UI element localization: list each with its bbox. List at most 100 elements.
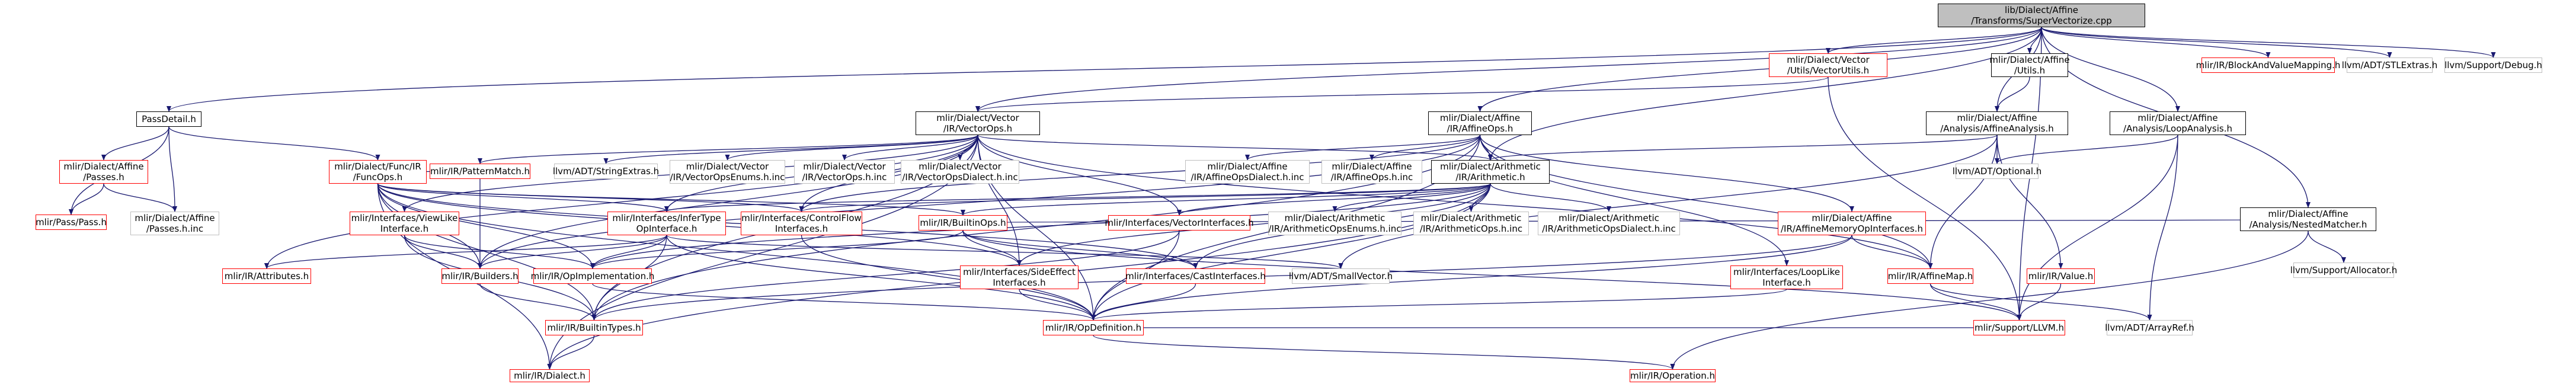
graph-node-label: mlir/IR/BuiltinTypes.h (547, 322, 641, 333)
graph-node-vectorinterfaces[interactable]: mlir/Interfaces/VectorInterfaces.h (1105, 215, 1254, 231)
graph-node-vectorutils[interactable]: mlir/Dialect/Vector /Utils/VectorUtils.h (1769, 53, 1887, 77)
edge-root-to-blockandvalue (2041, 27, 2271, 58)
graph-node-label: llvm/ADT/Optional.h (1952, 166, 2042, 177)
graph-node-arrayref[interactable]: llvm/ADT/ArrayRef.h (2105, 320, 2194, 335)
edge-root-to-affineops (1477, 27, 2042, 112)
edge-arith-to-infertype (664, 183, 1491, 212)
edge-root-to-passdetail (167, 27, 2042, 112)
edge-builtintypes-to-dialect (547, 335, 595, 370)
graph-node-label: llvm/ADT/ArrayRef.h (2105, 322, 2194, 333)
graph-node-affinepasses[interactable]: mlir/Dialect/Affine /Passes.h (59, 160, 148, 184)
graph-node-stlextras[interactable]: llvm/ADT/STLExtras.h (2342, 57, 2437, 73)
edge-arith-to-arithopsdialect (1490, 183, 1611, 212)
edge-funcops-to-controlflow (377, 183, 804, 212)
graph-node-optional[interactable]: llvm/ADT/Optional.h (1952, 164, 2042, 179)
edge-affineops-to-affinememory (1479, 135, 1854, 212)
graph-node-builtinops[interactable]: mlir/IR/BuiltinOps.h (919, 215, 1007, 231)
graph-node-label: mlir/Dialect/Arithmetic /IR/ArithmeticOp… (1542, 213, 1676, 234)
edge-passdetail-to-affinepassesinc (168, 126, 177, 212)
graph-node-looplike[interactable]: mlir/Interfaces/LoopLike Interface.h (1730, 265, 1843, 289)
graph-node-looplanalysis[interactable]: mlir/Dialect/Affine /Analysis/LoopAnalys… (2110, 111, 2246, 135)
graph-node-dialect[interactable]: mlir/IR/Dialect.h (510, 369, 590, 382)
graph-node-allocator[interactable]: llvm/Support/Allocator.h (2290, 263, 2397, 278)
edge-root-to-vectorops (975, 27, 2042, 112)
edge-infertype-to-opdefinition (666, 235, 1096, 321)
graph-node-label: mlir/IR/Attributes.h (224, 271, 309, 281)
graph-node-passpass[interactable]: mlir/Pass/Pass.h (36, 215, 107, 230)
graph-node-opimpl[interactable]: mlir/IR/OpImplementation.h (530, 268, 655, 284)
graph-node-sideeffect[interactable]: mlir/Interfaces/SideEffect Interfaces.h (960, 265, 1079, 289)
graph-node-nestedmatcher[interactable]: mlir/Dialect/Affine /Analysis/NestedMatc… (2240, 207, 2376, 231)
edge-looplike-to-opdefinition (1091, 289, 1787, 321)
graph-node-arithopsinc[interactable]: mlir/Dialect/Arithmetic /IR/ArithmeticOp… (1413, 212, 1529, 235)
edge-opdefinition-to-operation (1093, 335, 1675, 370)
graph-node-label: mlir/IR/AffineMap.h (1887, 271, 1973, 281)
graph-node-castinterfaces[interactable]: mlir/Interfaces/CastInterfaces.h (1125, 268, 1266, 284)
edge-funcops-to-opimpl (377, 183, 595, 269)
graph-node-root[interactable]: lib/Dialect/Affine /Transforms/SuperVect… (1938, 4, 2145, 27)
edge-infertype-to-attributes (264, 235, 667, 269)
graph-node-affineutils[interactable]: mlir/Dialect/Affine /Utils.h (1989, 53, 2070, 77)
graph-node-label: mlir/Interfaces/CastInterfaces.h (1125, 271, 1266, 281)
graph-node-llvm[interactable]: mlir/Support/LLVM.h (1973, 320, 2065, 335)
edge-affineops-to-affineopsdialect (1245, 135, 1481, 161)
graph-node-value[interactable]: mlir/IR/Value.h (2027, 268, 2095, 284)
graph-node-patternmatch[interactable]: mlir/IR/PatternMatch.h (430, 164, 530, 179)
graph-node-vectoropsdialect[interactable]: mlir/Dialect/Vector /IR/VectorOpsDialect… (901, 160, 1019, 184)
graph-node-label: mlir/IR/OpImplementation.h (530, 271, 655, 281)
graph-node-vectorops[interactable]: mlir/Dialect/Vector /IR/VectorOps.h (916, 111, 1040, 135)
graph-node-label: mlir/IR/PatternMatch.h (430, 166, 530, 177)
graph-node-stringextras[interactable]: llvm/ADT/StringExtras.h (552, 164, 660, 179)
graph-node-funcops[interactable]: mlir/Dialect/Func/IR /FuncOps.h (329, 160, 427, 184)
edge-arith-to-builtinops (961, 183, 1491, 216)
graph-node-blockandvalue[interactable]: mlir/IR/BlockAndValueMapping.h (2196, 57, 2340, 73)
edge-viewlike-to-builders (404, 235, 482, 269)
edge-root-to-vectorutils (1826, 27, 2042, 54)
graph-node-smallvector[interactable]: llvm/ADT/SmallVector.h (1288, 268, 1393, 284)
graph-node-label: llvm/ADT/StringExtras.h (552, 166, 660, 177)
graph-node-builders[interactable]: mlir/IR/Builders.h (441, 268, 519, 284)
edge-affineanalysis-to-affinemap (1928, 135, 1998, 269)
graph-node-affineops[interactable]: mlir/Dialect/Affine /IR/AffineOps.h (1428, 111, 1532, 135)
edge-looplanalysis-to-optional (1995, 135, 2178, 164)
graph-node-label: mlir/IR/BlockAndValueMapping.h (2196, 60, 2341, 71)
graph-node-vectoropsinc[interactable]: mlir/Dialect/Vector /IR/VectorOps.h.inc (794, 160, 895, 184)
edge-affinepasses-to-passpass (69, 183, 104, 215)
edge-arith-to-vectorinterfaces (1177, 183, 1491, 216)
graph-node-affineopsinc[interactable]: mlir/Dialect/Affine /IR/AffineOps.h.inc (1321, 160, 1422, 184)
edge-affinememory-to-opdefinition (1091, 235, 1852, 321)
edge-affineanalysis-to-value (1996, 135, 2063, 269)
graph-node-arithopsdialect[interactable]: mlir/Dialect/Arithmetic /IR/ArithmeticOp… (1538, 212, 1680, 235)
graph-node-label: PassDetail.h (142, 114, 196, 124)
graph-node-operation[interactable]: mlir/IR/Operation.h (1630, 369, 1716, 382)
graph-node-affinememory[interactable]: mlir/Dialect/Affine /IR/AffineMemoryOpIn… (1778, 212, 1926, 235)
edge-builders-to-builtintypes (479, 283, 597, 321)
graph-node-affineanalysis[interactable]: mlir/Dialect/Affine /Analysis/AffineAnal… (1926, 111, 2068, 135)
graph-node-label: llvm/ADT/SmallVector.h (1288, 271, 1393, 281)
graph-node-viewlike[interactable]: mlir/Interfaces/ViewLike Interface.h (350, 212, 459, 235)
graph-node-infertype[interactable]: mlir/Interfaces/InferType OpInterface.h (607, 212, 726, 235)
graph-node-opdefinition[interactable]: mlir/IR/OpDefinition.h (1043, 320, 1144, 335)
edge-vectorops-to-vectoropsinc (842, 135, 978, 161)
edge-sideeffect-to-opdefinition (1019, 289, 1096, 321)
edge-root-to-debug (2041, 27, 2496, 58)
graph-node-affinemap[interactable]: mlir/IR/AffineMap.h (1887, 268, 1973, 284)
graph-node-attributes[interactable]: mlir/IR/Attributes.h (222, 268, 311, 284)
graph-node-affineopsdialect[interactable]: mlir/Dialect/Affine /IR/AffineOpsDialect… (1185, 160, 1310, 184)
edge-affineanalysis-to-arith (1488, 135, 1998, 161)
graph-node-affinepassesinc[interactable]: mlir/Dialect/Affine /Passes.h.inc (130, 212, 219, 235)
graph-node-controlflow[interactable]: mlir/Interfaces/ControlFlow Interfaces.h (741, 212, 862, 235)
edge-looplanalysis-to-llvm (2017, 135, 2178, 321)
edge-affineops-to-affineopsinc (1369, 135, 1481, 161)
graph-node-label: mlir/Dialect/Arithmetic /IR/ArithmeticOp… (1268, 213, 1401, 234)
graph-node-arithopsenums[interactable]: mlir/Dialect/Arithmetic /IR/ArithmeticOp… (1268, 212, 1401, 235)
edge-castinterfaces-to-opdefinition (1091, 283, 1196, 321)
graph-node-builtintypes[interactable]: mlir/IR/BuiltinTypes.h (545, 320, 643, 335)
graph-node-arith[interactable]: mlir/Dialect/Arithmetic /IR/Arithmetic.h (1431, 160, 1550, 184)
graph-node-label: mlir/Dialect/Arithmetic /IR/Arithmetic.h (1440, 161, 1541, 183)
graph-node-debug[interactable]: llvm/Support/Debug.h (2444, 57, 2542, 73)
graph-node-label: mlir/Dialect/Affine /IR/AffineOps.h.inc (1330, 161, 1413, 183)
graph-node-passdetail[interactable]: PassDetail.h (136, 111, 201, 127)
graph-node-label: mlir/Dialect/Vector /IR/VectorOpsDialect… (902, 161, 1018, 183)
graph-node-vectoropsenums[interactable]: mlir/Dialect/Vector /IR/VectorOpsEnums.h… (670, 160, 785, 184)
